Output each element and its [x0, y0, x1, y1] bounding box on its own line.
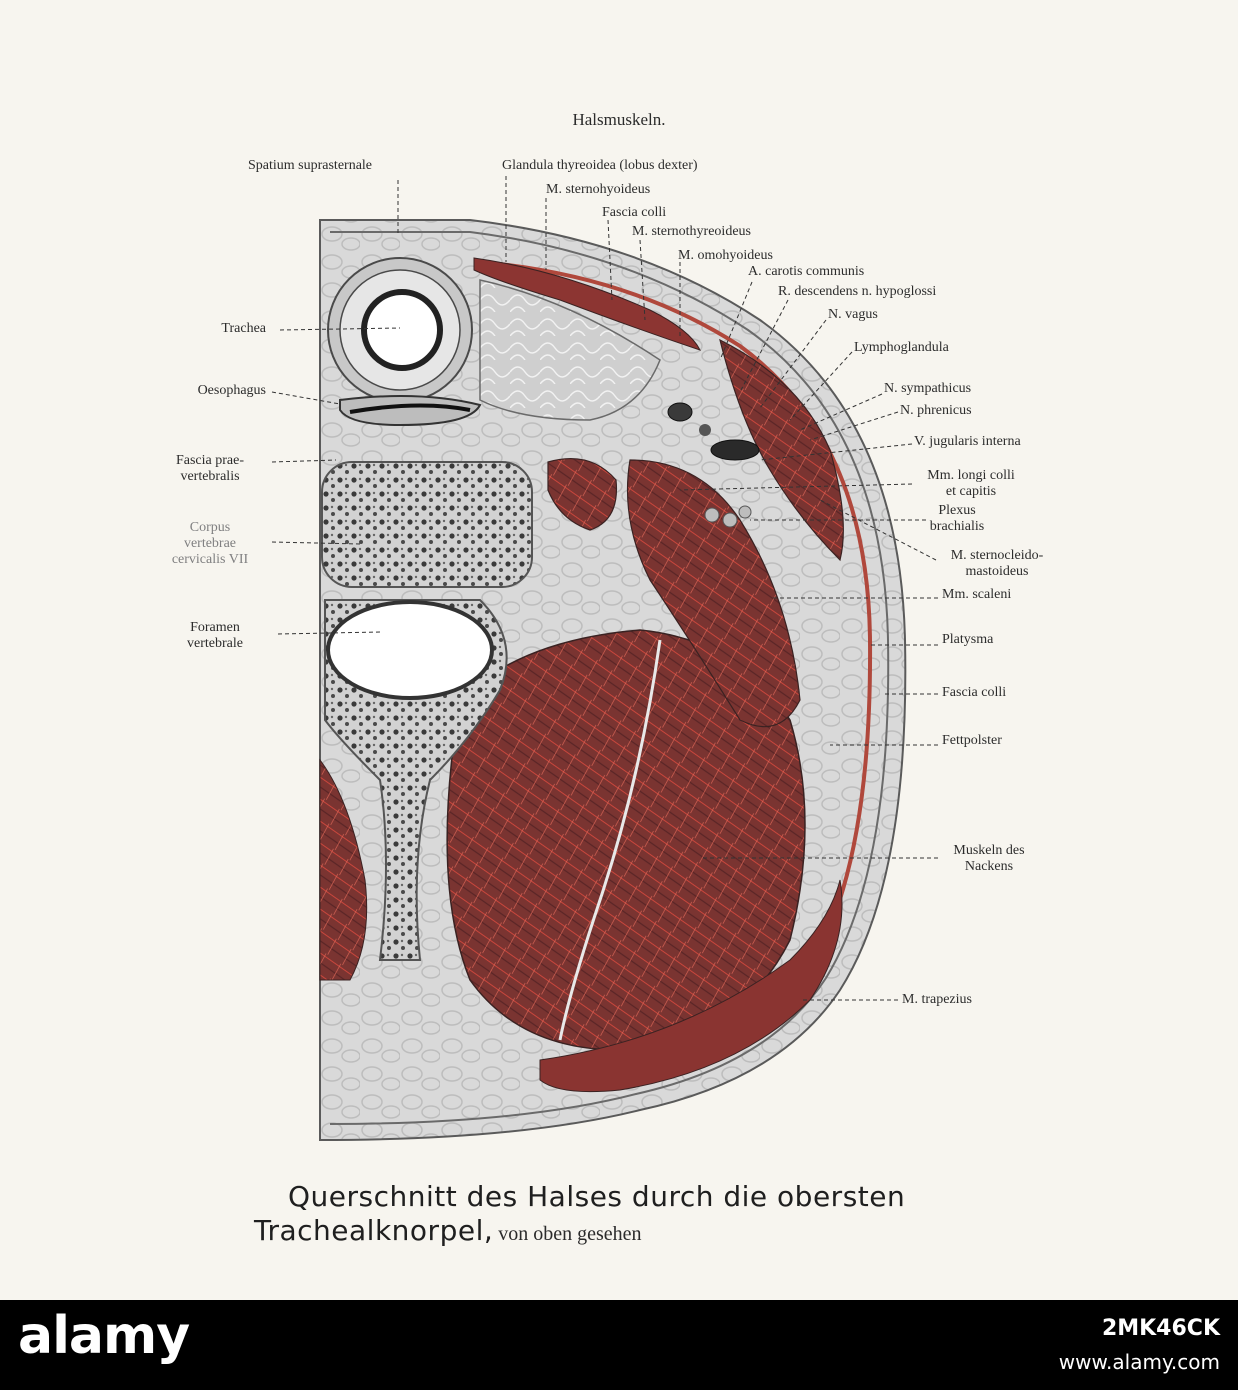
label-sternothyreoideus: M. sternothyreoideus: [632, 224, 751, 239]
label-jugularis: V. jugularis interna: [914, 434, 1021, 449]
vagus-nerve: [699, 424, 711, 436]
label-trachea: Trachea: [221, 321, 266, 336]
nacken-septum: [558, 639, 662, 1041]
trapezius-muscle: [539, 879, 843, 1093]
label-vagus: N. vagus: [828, 307, 878, 322]
label-fettpolster: Fettpolster: [942, 733, 1002, 748]
label-sympathicus: N. sympathicus: [884, 381, 972, 396]
label-foramen-vertebrale: Foramen vertebrale: [187, 620, 243, 651]
longus-colli-muscle: [547, 458, 618, 531]
label-sternohyoideus: M. sternohyoideus: [546, 182, 651, 197]
label-spatium-suprasternale: Spatium suprasternale: [247, 158, 373, 173]
caption-sub: von oben gesehen: [493, 1223, 642, 1245]
foramen-vertebrale: [326, 600, 494, 700]
label-scaleni: Mm. scaleni: [942, 587, 1012, 602]
scaleni-muscle: [626, 459, 801, 728]
brachial-plexus: [704, 505, 752, 528]
label-omohyoideus: M. omohyoideus: [678, 248, 773, 263]
nacken-muscles: [446, 629, 806, 1051]
label-longi-colli: Mm. longi colli et capitis: [927, 468, 1015, 499]
label-fascia-colli-top: Fascia colli: [602, 205, 667, 220]
carotid-artery: [667, 402, 693, 422]
vertebral-body: [321, 461, 533, 588]
label-descendens: R. descendens n. hypoglossi: [778, 284, 937, 299]
label-sternocleidomastoideus: M. sternocleido- mastoideus: [950, 548, 1044, 579]
label-fascia-colli: Fascia colli: [942, 685, 1007, 700]
label-glandula-thyreoidea: Glandula thyreoidea (lobus dexter): [502, 158, 698, 173]
site-url[interactable]: www.alamy.com: [1058, 1350, 1220, 1374]
label-plexus-brachialis: Plexus brachialis: [929, 503, 985, 534]
trachea-lumen: [361, 289, 443, 371]
caption-line-1: Querschnitt des Halses durch die oberste…: [288, 1180, 906, 1213]
jugular-vein: [710, 439, 760, 461]
alamy-logo: alamy: [18, 1306, 190, 1366]
plate-header: Halsmuskeln.: [572, 110, 666, 129]
label-trapezius: M. trapezius: [902, 992, 972, 1007]
label-fascia-praevertebralis: Fascia prae- vertebralis: [175, 453, 245, 484]
leader-lines: [271, 176, 938, 1001]
sternocleidomastoid-muscle: [719, 338, 844, 562]
label-oesophagus: Oesophagus: [197, 383, 266, 398]
neck-cross-section-illustration: [271, 176, 938, 1142]
label-corpus-vertebrae: Corpus vertebrae cervicalis VII: [171, 520, 249, 567]
caption-main: Trachealknorpel,: [254, 1214, 494, 1247]
label-carotis: A. carotis communis: [748, 264, 865, 279]
strap-muscles: [473, 257, 701, 351]
caption-line-2: Trachealknorpel, von oben gesehen: [254, 1214, 642, 1247]
image-id: 2MK46CK: [1101, 1316, 1220, 1341]
label-muskeln-nackens: Muskeln des Nackens: [953, 843, 1025, 874]
label-phrenicus: N. phrenicus: [900, 403, 972, 418]
watermark-bar: [0, 1300, 1238, 1390]
deep-neck-muscle-left: [319, 758, 368, 981]
label-platysma: Platysma: [942, 632, 994, 647]
label-lymphoglandula: Lymphoglandula: [854, 340, 949, 355]
oesophagus: [339, 395, 482, 427]
thyroid-gland: [479, 279, 661, 421]
outer-fascia-band: [329, 231, 890, 1125]
